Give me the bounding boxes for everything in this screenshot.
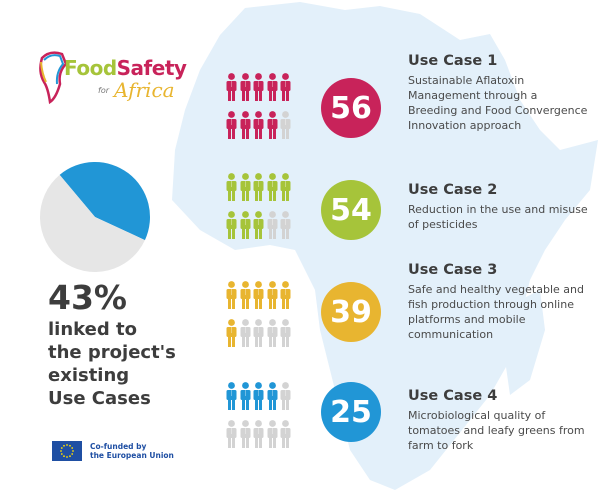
person-icon — [267, 319, 278, 347]
person-icon — [226, 281, 237, 309]
use-case-description: Microbiological quality of tomatoes and … — [408, 409, 585, 452]
person-icon — [226, 211, 237, 239]
use-case-count-badge: 54 — [321, 180, 381, 240]
logo-for-text: for — [98, 86, 109, 95]
logo-food-text: Food — [64, 56, 117, 80]
use-case-title: Use Case 2 — [408, 182, 498, 198]
use-case-4: Use Case 4 Microbiological quality of tom… — [408, 388, 588, 453]
person-icon — [280, 173, 291, 201]
caption-line: the project's — [48, 342, 176, 363]
pie-slice-linked — [59, 162, 150, 241]
use-case-title: Use Case 4 — [408, 388, 498, 404]
person-icon — [226, 420, 237, 448]
person-icon — [226, 111, 237, 139]
person-icon — [240, 211, 251, 239]
use-case-description: Safe and healthy vegetable and fish prod… — [408, 283, 584, 341]
use-case-title: Use Case 1 — [408, 53, 498, 69]
person-icon — [280, 111, 291, 139]
use-case-title: Use Case 3 — [408, 262, 498, 278]
eu-cofunded-badge: Co-funded by the European Union — [52, 441, 174, 461]
person-icon — [280, 420, 291, 448]
person-icon — [280, 281, 291, 309]
person-icon — [253, 319, 264, 347]
summary-caption: linked to the project's existing Use Cas… — [48, 318, 176, 410]
person-icon — [240, 73, 251, 101]
person-icon — [240, 111, 251, 139]
pictogram-use-case-3 — [226, 281, 296, 357]
eu-line: Co-funded by — [90, 441, 147, 451]
eu-line: the European Union — [90, 451, 174, 460]
person-icon — [280, 382, 291, 410]
eu-flag-icon — [52, 441, 82, 461]
use-case-count-badge: 39 — [321, 282, 381, 342]
person-icon — [240, 281, 251, 309]
person-icon — [253, 420, 264, 448]
use-case-count-badge: 56 — [321, 78, 381, 138]
person-icon — [267, 281, 278, 309]
caption-line: existing — [48, 365, 130, 386]
person-icon — [267, 73, 278, 101]
person-icon — [280, 319, 291, 347]
summary-percent: 43% — [48, 278, 127, 317]
person-icon — [226, 319, 237, 347]
logo-africa-text: Africa — [114, 78, 175, 102]
use-case-count-badge: 25 — [321, 382, 381, 442]
use-case-description: Sustainable Aflatoxin Management through… — [408, 74, 588, 132]
person-icon — [226, 382, 237, 410]
pictogram-use-case-4 — [226, 382, 296, 458]
person-icon — [267, 382, 278, 410]
use-case-3: Use Case 3 Safe and healthy vegetable and… — [408, 262, 588, 342]
person-icon — [253, 211, 264, 239]
person-icon — [253, 382, 264, 410]
person-icon — [226, 73, 237, 101]
africa-outline-logo-icon — [39, 51, 68, 105]
person-icon — [240, 173, 251, 201]
person-icon — [267, 173, 278, 201]
person-icon — [280, 211, 291, 239]
use-case-2: Use Case 2 Reduction in the use and misus… — [408, 182, 588, 232]
person-icon — [240, 420, 251, 448]
foodsafety-logo: FoodSafety for Africa — [36, 48, 196, 108]
person-icon — [280, 73, 291, 101]
pictogram-use-case-2 — [226, 173, 296, 249]
person-icon — [253, 111, 264, 139]
person-icon — [267, 420, 278, 448]
caption-line: Use Cases — [48, 388, 151, 409]
person-icon — [253, 73, 264, 101]
caption-line: linked to — [48, 319, 137, 340]
use-case-1: Use Case 1 Sustainable Aflatoxin Manageme… — [408, 53, 588, 133]
pie-slice-other — [39, 174, 145, 272]
person-icon — [267, 111, 278, 139]
use-case-description: Reduction in the use and misuse of pesti… — [408, 203, 588, 231]
person-icon — [253, 281, 264, 309]
logo-safety-text: Safety — [116, 56, 187, 80]
person-icon — [267, 211, 278, 239]
person-icon — [226, 173, 237, 201]
person-icon — [240, 319, 251, 347]
person-icon — [240, 382, 251, 410]
person-icon — [253, 173, 264, 201]
pie-chart — [39, 162, 150, 272]
pictogram-use-case-1 — [226, 73, 296, 149]
